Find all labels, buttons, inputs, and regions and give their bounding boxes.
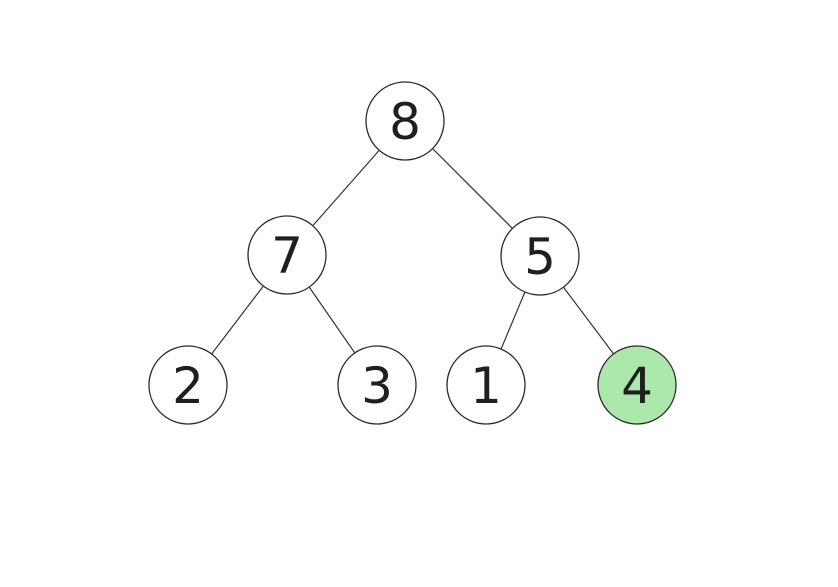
node-circle-1 bbox=[446, 345, 526, 425]
tree-node-3: 3 bbox=[337, 345, 417, 425]
node-label-2: 2 bbox=[172, 357, 204, 415]
node-circle-3 bbox=[337, 345, 417, 425]
node-label-5: 5 bbox=[524, 228, 556, 286]
node-circle-8 bbox=[365, 81, 445, 161]
node-label-1: 1 bbox=[470, 357, 502, 415]
node-circle-5 bbox=[500, 216, 580, 296]
tree-node-7: 7 bbox=[247, 215, 327, 295]
node-label-3: 3 bbox=[361, 357, 393, 415]
tree-node-2: 2 bbox=[148, 345, 228, 425]
node-label-8: 8 bbox=[389, 93, 421, 151]
node-label-4: 4 bbox=[621, 357, 653, 415]
node-circle-4-highlighted bbox=[597, 345, 677, 425]
tree-node-1: 1 bbox=[446, 345, 526, 425]
tree-node-4: 4 bbox=[597, 345, 677, 425]
tree-nodes-layer: 8 7 5 2 3 1 4 bbox=[148, 81, 677, 425]
node-circle-7 bbox=[247, 215, 327, 295]
tree-node-8: 8 bbox=[365, 81, 445, 161]
tree-node-5: 5 bbox=[500, 216, 580, 296]
node-label-7: 7 bbox=[271, 227, 303, 285]
node-circle-2 bbox=[148, 345, 228, 425]
